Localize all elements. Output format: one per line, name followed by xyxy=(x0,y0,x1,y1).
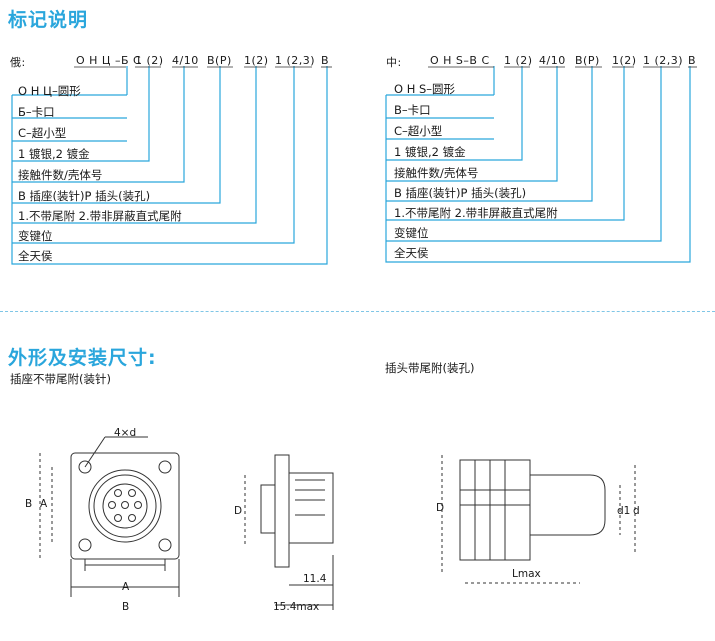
marking-leader-lines xyxy=(11,66,697,265)
dim-lmax: Lmax xyxy=(512,568,541,580)
left-row-weather: 全天侯 xyxy=(18,249,53,263)
left-row-size: С–超小型 xyxy=(18,126,67,140)
right-row-type: B 插座(装针)P 插头(装孔) xyxy=(394,186,527,200)
right-row-key: 变键位 xyxy=(394,226,429,240)
left-code-type: B(P) xyxy=(207,54,232,67)
right-row-contacts: 接触件数/壳体号 xyxy=(394,166,479,180)
caption-plug: 插头带尾附(装孔) xyxy=(385,361,475,375)
receptacle-side-view xyxy=(244,454,334,610)
left-row-key: 变键位 xyxy=(18,229,53,243)
left-code-contacts: 4/10 xyxy=(172,54,199,67)
right-code-key: 1 (2,3) xyxy=(643,54,684,67)
section-title-dimensions: 外形及安装尺寸: xyxy=(8,347,157,369)
right-row-bayonet: B–卡口 xyxy=(394,103,431,117)
dim-hole: 4×d xyxy=(114,427,137,439)
left-row-bayonet: Б–卡口 xyxy=(18,105,55,119)
dim-len-11-4: 11.4 xyxy=(303,573,327,585)
left-row-tail: 1.不带尾附 2.带非屏蔽直式尾附 xyxy=(18,209,182,223)
right-code-series: O H S–B C xyxy=(430,54,490,67)
dim-b-bottom: B xyxy=(122,601,130,613)
section-title-marking: 标记说明 xyxy=(8,9,89,31)
left-row-type: B 插座(装针)P 插头(装孔) xyxy=(18,189,151,203)
left-code-series: О Н Ц –Б С xyxy=(76,54,142,67)
right-row-weather: 全天侯 xyxy=(394,246,429,260)
left-row-plating: 1 镀银,2 镀金 xyxy=(18,147,90,161)
right-row-plating: 1 镀银,2 镀金 xyxy=(394,145,466,159)
dim-len-15-4: 15.4max xyxy=(273,601,320,613)
left-code-key: 1 (2,3) xyxy=(275,54,316,67)
left-prefix: 俄: xyxy=(10,56,26,69)
dim-a-bottom: A xyxy=(122,581,130,593)
dim-d: d xyxy=(633,505,640,517)
caption-receptacle: 插座不带尾附(装针) xyxy=(10,372,111,386)
right-code-tail: 1(2) xyxy=(612,54,637,67)
dim-d1: d1 xyxy=(617,505,631,517)
right-row-shape: O H S–圆形 xyxy=(394,82,456,96)
plug-side-view xyxy=(441,455,636,584)
left-row-contacts: 接触件数/壳体号 xyxy=(18,168,103,182)
left-code-plating: 1 (2) xyxy=(135,54,164,67)
dim-b-left: B xyxy=(25,498,33,510)
right-code-weather: B xyxy=(688,54,697,67)
right-code-type: B(P) xyxy=(575,54,600,67)
section-separator xyxy=(0,311,715,312)
right-prefix: 中: xyxy=(386,56,402,69)
left-code-weather: B xyxy=(321,54,330,67)
receptacle-front-view xyxy=(39,436,180,597)
dim-d-plug: D xyxy=(436,502,445,514)
right-row-size: C–超小型 xyxy=(394,124,443,138)
left-code-tail: 1(2) xyxy=(244,54,269,67)
dim-a-left: A xyxy=(40,498,48,510)
right-code-plating: 1 (2) xyxy=(504,54,533,67)
right-row-tail: 1.不带尾附 2.带非屏蔽直式尾附 xyxy=(394,206,558,220)
right-code-contacts: 4/10 xyxy=(539,54,566,67)
left-row-shape: О Н Ц–圆形 xyxy=(18,84,81,98)
dim-d-side: D xyxy=(234,505,243,517)
